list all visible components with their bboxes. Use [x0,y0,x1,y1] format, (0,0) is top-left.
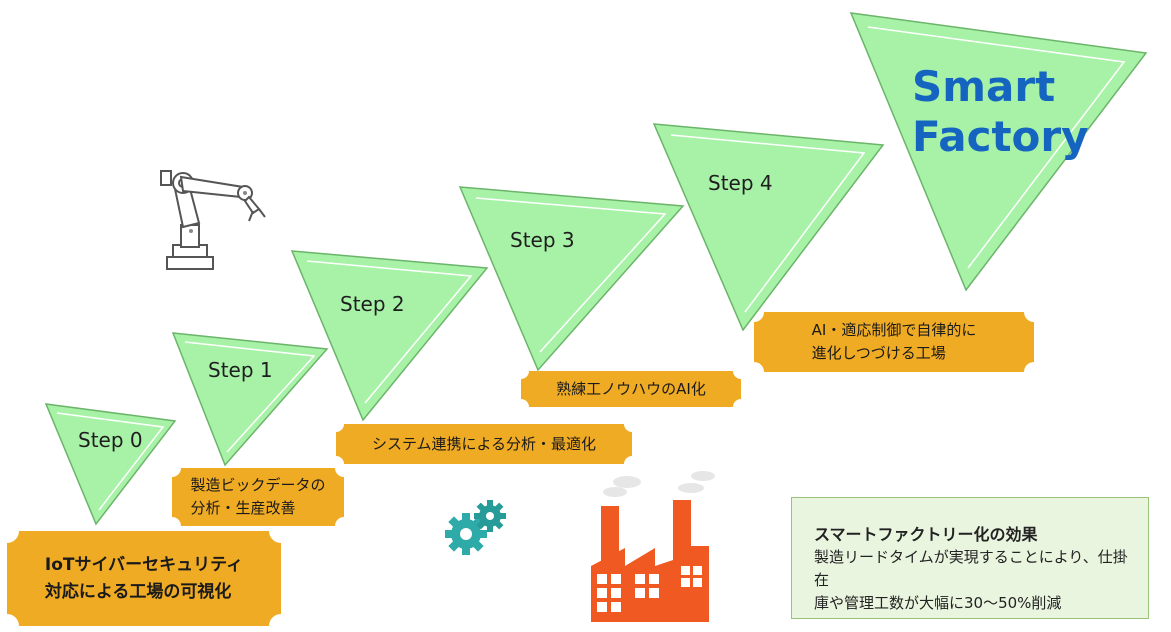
step-2-label: Step 2 [340,292,405,316]
step-1-label: Step 1 [208,358,273,382]
plaque-step-0: IoTサイバーセキュリティ 対応による工場の可視化 [7,531,281,626]
step-4-label: Step 4 [708,171,773,195]
plaque-step-0-line-1: IoTサイバーセキュリティ [44,554,244,575]
plaque-step-1-line-2: 分析・生産改善 [190,499,296,517]
effect-line-1: 製造リードタイムが実現することにより、仕掛在 [814,548,1128,589]
step-triangle-2 [290,250,489,422]
plaque-step-3: 熟練工ノウハウのAI化 [521,371,741,407]
robot-arm-icon [160,170,266,270]
plaque-step-4: AI・適応制御で自律的に 進化しつづける工場 [754,312,1034,372]
plaque-step-4-line-1: AI・適応制御で自律的に [811,321,977,339]
plaque-step-1-line-1: 製造ビックデータの [190,476,326,494]
step-0-label: Step 0 [78,428,143,452]
plaque-step-2: システム連携による分析・最適化 [336,424,632,464]
plaque-step-3-line-1: 熟練工ノウハウのAI化 [556,379,706,398]
smart-factory-triangle [849,12,1148,292]
step-triangle-0 [44,403,177,526]
step-triangle-4 [652,123,885,332]
smart-factory-line-1: Smart [912,62,1056,111]
plaque-step-2-line-1: システム連携による分析・最適化 [371,434,597,453]
plaque-step-0-line-2: 対応による工場の可視化 [44,581,232,602]
step-3-label: Step 3 [510,228,575,252]
plaque-step-1: 製造ビックデータの 分析・生産改善 [172,468,344,526]
step-triangle-1 [171,332,329,467]
effect-line-2: 庫や管理工数が大幅に30～50%削減 [814,594,1062,612]
effect-title: スマートファクトリー化の効果 [814,525,1038,544]
gears-icon [445,500,506,555]
plaque-step-4-line-2: 進化しつづける工場 [811,344,946,362]
smart-factory-line-2: Factory [912,112,1089,161]
smart-factory-title: Smart Factory [912,62,1089,162]
factory-icon [591,471,715,622]
effect-box: スマートファクトリー化の効果 製造リードタイムが実現することにより、仕掛在 庫や… [791,497,1149,619]
step-triangle-3 [458,186,685,372]
